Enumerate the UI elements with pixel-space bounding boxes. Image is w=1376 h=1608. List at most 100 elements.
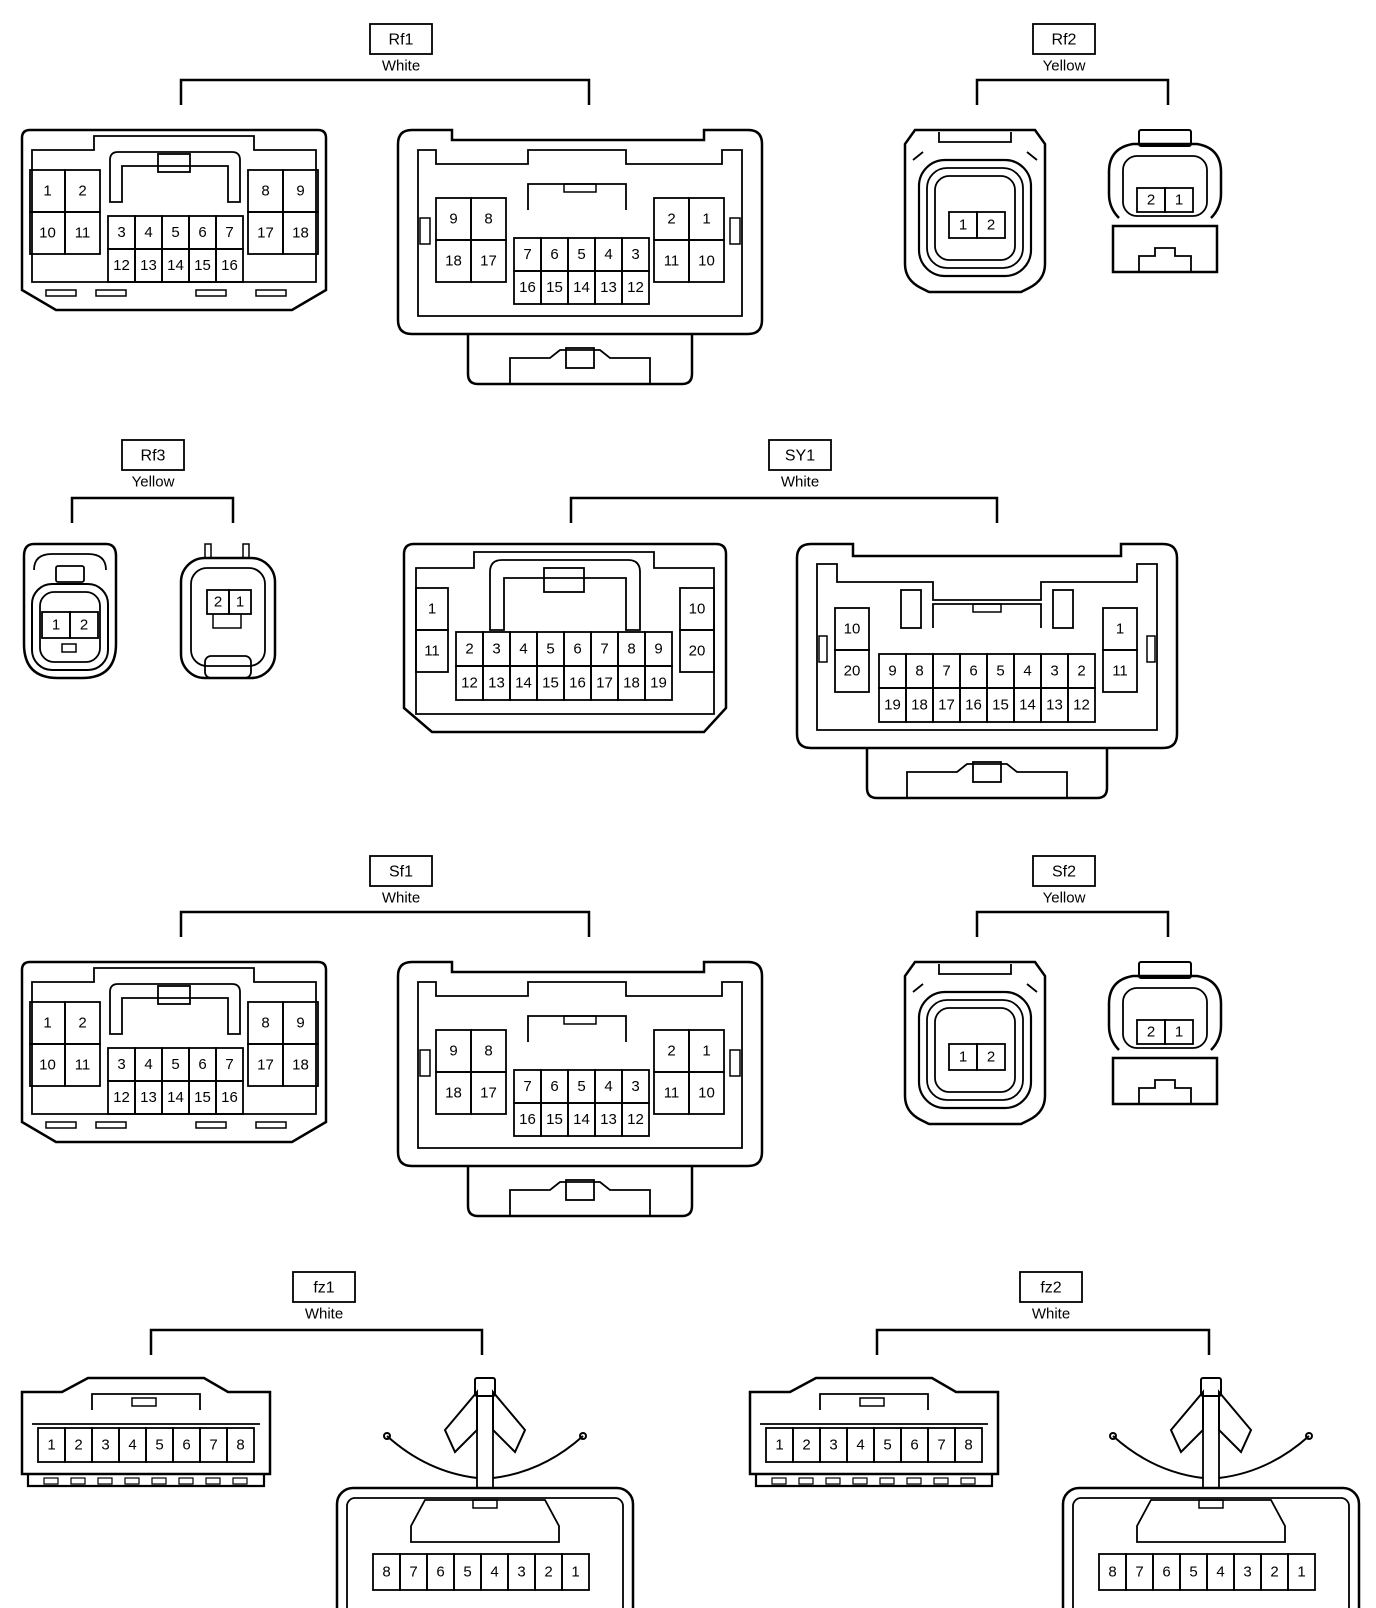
pin-cavity	[39, 591, 101, 663]
housing-outline	[903, 960, 1047, 1126]
pin-cell	[644, 665, 673, 701]
latch-slot	[95, 289, 127, 297]
housing-inner	[816, 563, 1158, 731]
pin-label: 18	[445, 1085, 462, 1102]
latch-slot	[255, 1121, 287, 1129]
terminal-slot	[825, 1477, 841, 1485]
pin-label: 5	[463, 1564, 471, 1581]
pin-label: 11	[75, 1057, 91, 1074]
pin-label: 3	[117, 224, 125, 241]
connector-color: Yellow	[1043, 58, 1086, 75]
pin-label: 2	[1147, 192, 1155, 209]
connector-color: White	[1032, 1306, 1070, 1323]
key	[61, 643, 77, 653]
pin-label: 7	[409, 1564, 417, 1581]
pair-bracket	[975, 78, 1170, 105]
pin-label: 1	[43, 1015, 51, 1032]
pin-cell	[976, 211, 1006, 239]
seal-ring-inner	[926, 999, 1024, 1101]
pin-label: 5	[577, 246, 585, 263]
clip-wing-left	[1112, 1435, 1204, 1479]
pin-label: 7	[600, 641, 608, 658]
pin-label: 14	[167, 257, 184, 274]
connector-code: Sf1	[389, 864, 413, 881]
pin-label: 6	[198, 1056, 206, 1073]
guide-rib	[818, 635, 828, 663]
lock-button	[204, 655, 252, 679]
pin-cell	[64, 1043, 101, 1087]
guide-post	[1052, 589, 1074, 629]
pin-label: 7	[937, 1437, 945, 1454]
connector-code: Rf3	[141, 448, 166, 465]
pin-cell	[621, 270, 650, 305]
pin-cavity	[190, 567, 266, 667]
connector-code-box	[1032, 23, 1096, 55]
pin-label: 5	[546, 641, 554, 658]
pin-label: 1	[775, 1437, 783, 1454]
pair-bracket	[179, 78, 591, 105]
pin-label: 12	[113, 1089, 130, 1106]
pin-label: 5	[883, 1437, 891, 1454]
lock-bar	[509, 1181, 651, 1216]
guide-post	[900, 589, 922, 629]
pin-cell	[228, 589, 252, 615]
housing-outline	[396, 960, 764, 1168]
guide-rib	[1146, 635, 1156, 663]
connector-code: Rf1	[389, 32, 414, 49]
pin-cell	[679, 629, 715, 673]
pin-label: 9	[449, 211, 457, 228]
pin-label: 6	[436, 1564, 444, 1581]
pin-label: 12	[627, 1111, 644, 1128]
pin-label: 4	[856, 1437, 864, 1454]
lock-recess	[932, 603, 1042, 628]
pin-label: 1	[1297, 1564, 1305, 1581]
seal-ring-outer	[917, 158, 1033, 278]
pin-label: 2	[1077, 663, 1085, 680]
pin-label: 3	[1050, 663, 1058, 680]
pin-cell	[226, 1427, 255, 1463]
base-rail	[754, 1474, 994, 1488]
pin-label: 12	[113, 257, 130, 274]
lock-recess	[527, 183, 627, 210]
clip-wing-right	[1218, 1435, 1310, 1479]
pin-label: 18	[445, 253, 462, 270]
pin-label: 5	[996, 663, 1004, 680]
pin-label: 7	[1135, 1564, 1143, 1581]
housing-outline	[22, 542, 118, 680]
connector-color: White	[382, 890, 420, 907]
key	[212, 614, 242, 629]
pin-label: 12	[1073, 697, 1090, 714]
pin-cell	[954, 1427, 983, 1463]
pin-label: 7	[523, 246, 531, 263]
pin-label: 5	[155, 1437, 163, 1454]
terminal-slot	[879, 1477, 895, 1485]
lock-tab	[938, 964, 1012, 975]
pin-label: 9	[654, 641, 662, 658]
pin-label: 8	[627, 641, 635, 658]
pin-label: 4	[604, 1078, 612, 1095]
pin-label: 8	[484, 211, 492, 228]
terminal-slot	[97, 1477, 113, 1485]
latch-slot	[95, 1121, 127, 1129]
pin-cell	[470, 239, 507, 283]
pin-label: 11	[1112, 663, 1128, 680]
connector-code-box	[768, 439, 832, 471]
lock-button	[565, 1179, 595, 1201]
housing-inner	[415, 551, 715, 715]
pin-label: 6	[182, 1437, 190, 1454]
pair-bracket	[149, 1328, 484, 1355]
pin-cell	[561, 1553, 590, 1591]
seal-ring-inner	[926, 167, 1024, 269]
pin-label: 1	[52, 617, 60, 634]
pair-bracket	[975, 910, 1170, 937]
housing-outline	[1107, 974, 1223, 1051]
lock-recess	[410, 1499, 560, 1543]
pin-label: 1	[1175, 192, 1183, 209]
pin-label: 8	[261, 183, 269, 200]
housing-outline	[748, 1376, 1000, 1476]
lock-tab	[55, 565, 85, 583]
pin-cell	[976, 1043, 1006, 1071]
